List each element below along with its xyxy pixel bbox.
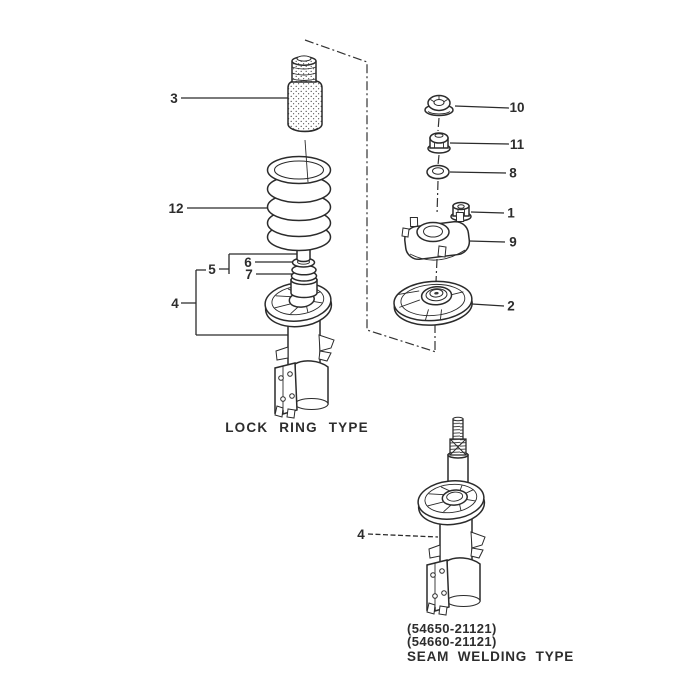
callout-4-label: 4	[171, 296, 179, 311]
cap-part	[424, 94, 454, 117]
upper-spring-seat-part	[393, 280, 473, 326]
callout-10-leader	[454, 105, 510, 109]
section-boundary-line	[304, 39, 437, 353]
seam-welding-strut-assembly	[417, 416, 486, 616]
callout-8-label: 8	[509, 166, 517, 181]
mount-parts-column	[393, 94, 473, 326]
callout-1-leader	[470, 211, 505, 214]
callout-6-label: 6	[244, 255, 252, 270]
callout-11-label: 11	[510, 137, 525, 152]
threaded-tip	[452, 418, 464, 440]
knuckle-bracket	[274, 360, 329, 419]
part-number-line-1: (54650-21121)	[407, 621, 497, 636]
callout-7-label: 7	[245, 267, 253, 282]
lock-ring-strut-assembly	[264, 55, 335, 419]
callout-4b-label: 4	[357, 527, 365, 542]
callout-3-label: 3	[170, 91, 178, 106]
part-number-line-2: (54660-21121)	[407, 634, 497, 649]
seat-spokes	[427, 485, 476, 513]
knuckle-bracket	[426, 557, 481, 616]
lock-ring-type-caption: LOCK RING TYPE	[225, 420, 369, 435]
callouts: 3 12 5 6 7 4 10 11 8 1 9 2 4	[168, 91, 524, 542]
piston-rod-and-rings	[290, 243, 318, 299]
mount-stud	[455, 211, 465, 223]
seam-welding-type-caption: SEAM WELDING TYPE	[407, 649, 574, 664]
callout-5-bracket	[219, 253, 297, 274]
callout-1-label: 1	[507, 206, 515, 221]
lower-mount-ear	[275, 346, 289, 361]
callout-5-label: 5	[208, 262, 216, 277]
lower-mount-ear	[428, 544, 441, 559]
seat-wedge-lines	[398, 290, 464, 321]
assembly-axis-line	[304, 139, 309, 183]
piston-rod	[447, 416, 469, 489]
coil-spring	[266, 155, 332, 252]
callout-11-leader	[449, 142, 510, 145]
callout-9-leader	[468, 240, 506, 243]
dust-boot	[287, 55, 323, 133]
callout-4b-leader	[367, 533, 439, 538]
callout-10-label: 10	[509, 100, 524, 115]
callout-4-bracket	[181, 269, 288, 336]
strut-spring-seat	[417, 480, 486, 526]
mount-column-centerline	[434, 117, 440, 351]
mount-stud	[437, 245, 447, 258]
strut-mount-part	[401, 211, 471, 261]
upper-mount-ear	[470, 531, 486, 549]
callout-8-leader	[449, 171, 507, 174]
callout-9-label: 9	[509, 235, 517, 250]
upper-mount-ear	[318, 334, 335, 352]
seat-spokes	[274, 287, 323, 315]
callout-2-label: 2	[507, 299, 515, 314]
locking-nut-part	[427, 132, 451, 154]
callout-2-leader	[471, 303, 505, 307]
callout-12-label: 12	[168, 201, 183, 216]
washer-part	[426, 164, 450, 180]
